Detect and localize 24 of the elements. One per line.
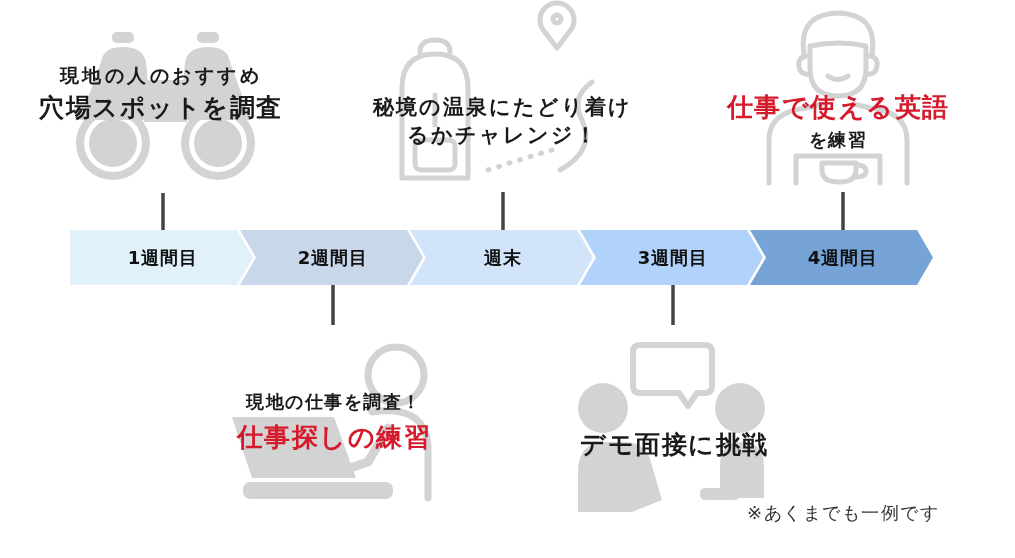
chevron-step [240, 230, 426, 285]
callout-text: 穴場スポットを調査 [39, 92, 283, 124]
chevron-step [70, 230, 256, 285]
callout-text: 秘境の温泉にたどり着けるかチャレンジ！ [371, 94, 633, 149]
connector-line [841, 192, 845, 230]
callout-text: 仕事で使える英語 [726, 91, 950, 123]
connector-line [161, 193, 165, 230]
step-label: 週末 [484, 245, 522, 270]
step-label: 3週間目 [637, 245, 709, 270]
callout-text: 現地の人のおすすめ [59, 63, 263, 87]
note-text: ※あくまでも一例です [747, 502, 940, 524]
connector-line [501, 192, 505, 230]
step-label: 2週間目 [297, 245, 369, 270]
step-label: 4週間目 [807, 245, 879, 270]
connector-line [671, 285, 675, 325]
step-label: 1週間目 [127, 245, 199, 270]
callout-text: 仕事探しの練習 [236, 421, 432, 453]
callout-text: を練習 [808, 128, 868, 152]
chevron-step [410, 230, 596, 285]
connector-line [331, 285, 335, 325]
callout-text: デモ面接に挑戦 [580, 429, 769, 461]
chevron-step [580, 230, 766, 285]
chevron-step [750, 230, 936, 285]
callout-text: 現地の仕事を調査！ [246, 390, 422, 414]
